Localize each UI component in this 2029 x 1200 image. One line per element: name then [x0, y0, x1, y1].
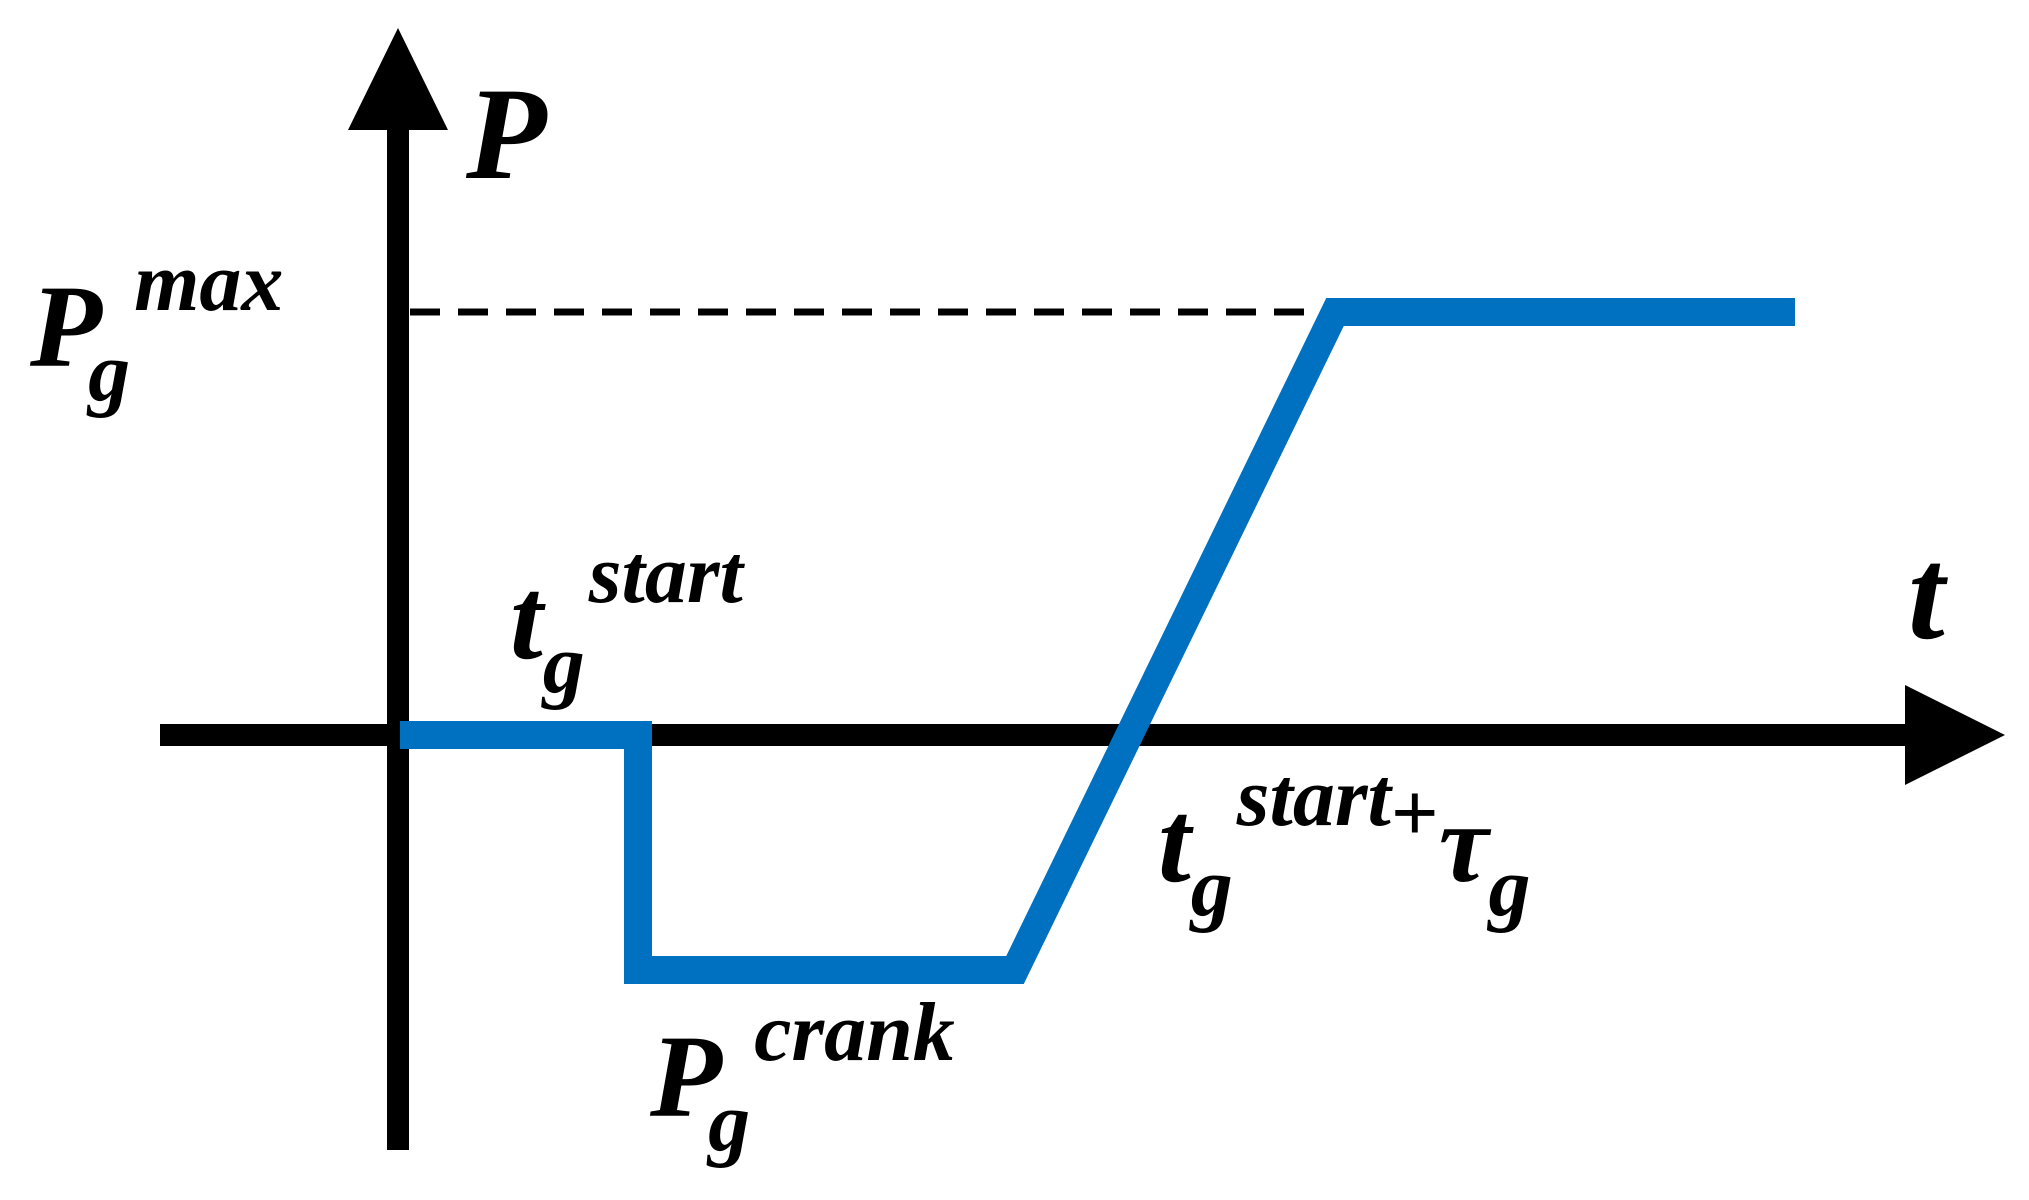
y-axis-label: P	[466, 60, 547, 207]
power-curve	[400, 298, 1795, 984]
tend-sub: g	[1190, 841, 1233, 934]
tstart-label: tgstart	[510, 533, 743, 707]
pmax-sup: max	[134, 236, 284, 329]
pcrank-label: Pgcrank	[650, 991, 955, 1165]
pcrank-base: P	[650, 1011, 723, 1142]
x-axis-label: t	[1908, 520, 1945, 667]
tend-label: tgstart+τg	[1158, 756, 1530, 930]
pmax-sub: g	[88, 326, 131, 419]
tend-tau: τ	[1438, 782, 1489, 906]
y-axis-arrowhead	[348, 28, 448, 130]
tend-plus: +	[1390, 767, 1439, 860]
x-axis-arrowhead	[1905, 685, 2005, 785]
tstart-sup: start	[588, 528, 743, 621]
tstart-base: t	[510, 553, 543, 684]
pmax-base: P	[30, 261, 103, 392]
tend-base: t	[1158, 776, 1191, 907]
pcrank-sup: crank	[754, 986, 955, 1079]
tstart-sub: g	[542, 618, 585, 711]
tend-tau-sub: g	[1488, 841, 1531, 934]
pcrank-sub: g	[708, 1076, 751, 1169]
pmax-label: Pgmax	[30, 241, 283, 415]
tend-sup: start	[1236, 751, 1391, 844]
